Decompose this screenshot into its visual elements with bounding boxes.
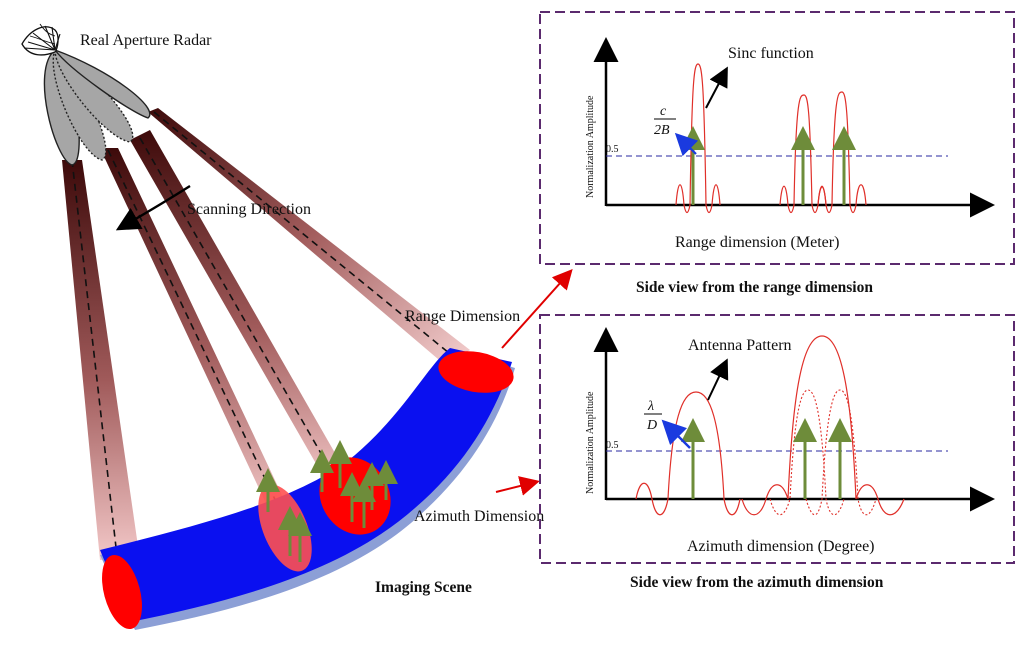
target-far-left bbox=[102, 555, 142, 629]
azimuth-xlabel: Azimuth dimension (Degree) bbox=[687, 538, 875, 555]
range-callout-arrow bbox=[705, 66, 728, 109]
range-sinc-2 bbox=[779, 94, 827, 214]
range-sinc-1 bbox=[675, 63, 721, 214]
range-panel: Normalization Amplitude 0.5 c 2B Sinc fu… bbox=[539, 11, 1015, 265]
azimuth-ylabel: Normalization Amplitude bbox=[585, 391, 596, 494]
azimuth-panel: Normalization Amplitude 0.5 λ D Antenna … bbox=[539, 314, 1015, 564]
azimuth-fraction-den: D bbox=[646, 418, 657, 433]
azimuth-callout-arrow bbox=[707, 358, 729, 401]
beam-4-centerline bbox=[153, 111, 461, 363]
scatterer-arrows bbox=[256, 440, 398, 562]
target-far-right bbox=[438, 351, 514, 393]
range-panel-border bbox=[539, 11, 1015, 265]
azimuth-pattern-2 bbox=[741, 335, 905, 516]
scanning-direction-arrow bbox=[115, 184, 191, 231]
ground-band bbox=[100, 348, 515, 630]
azimuth-panel-border bbox=[539, 314, 1015, 564]
beam-1 bbox=[62, 160, 140, 560]
azimuth-pattern-4 bbox=[805, 389, 877, 516]
azimuth-pattern-3 bbox=[769, 389, 845, 516]
range-xlabel: Range dimension (Meter) bbox=[675, 234, 839, 251]
range-fraction-num: c bbox=[660, 104, 667, 119]
beam-1-centerline bbox=[71, 159, 119, 566]
beam-3 bbox=[130, 130, 355, 488]
range-dimension-label: Range Dimension bbox=[405, 308, 520, 325]
beam-2 bbox=[100, 148, 290, 512]
scanning-direction-label: Scanning Direction bbox=[187, 201, 311, 218]
range-level-label: 0.5 bbox=[606, 144, 619, 155]
imaging-scene-caption: Imaging Scene bbox=[375, 579, 472, 596]
pointer-to-azimuth-panel bbox=[495, 476, 540, 496]
azimuth-callout-label: Antenna Pattern bbox=[688, 337, 792, 354]
range-panel-caption: Side view from the range dimension bbox=[636, 279, 873, 296]
azimuth-fraction-num: λ bbox=[647, 399, 654, 414]
azimuth-panel-caption: Side view from the azimuth dimension bbox=[630, 574, 884, 591]
range-ylabel: Normalization Amplitude bbox=[585, 95, 596, 198]
azimuth-width-arrow bbox=[661, 419, 691, 449]
radar-antenna-icon bbox=[21, 23, 151, 166]
radar-beams bbox=[62, 108, 470, 566]
range-sinc-3 bbox=[817, 91, 867, 214]
range-callout-label: Sinc function bbox=[728, 45, 814, 62]
azimuth-dimension-label: Azimuth Dimension bbox=[414, 508, 544, 525]
pointer-to-range-panel bbox=[501, 269, 573, 349]
range-width-arrow bbox=[674, 132, 699, 157]
beam-3-centerline bbox=[139, 137, 343, 491]
azimuth-pattern-1 bbox=[635, 391, 741, 516]
azimuth-level-label: 0.5 bbox=[606, 440, 619, 451]
beam-4 bbox=[148, 108, 470, 365]
range-fraction-den: 2B bbox=[654, 123, 670, 138]
radar-label: Real Aperture Radar bbox=[80, 32, 212, 49]
